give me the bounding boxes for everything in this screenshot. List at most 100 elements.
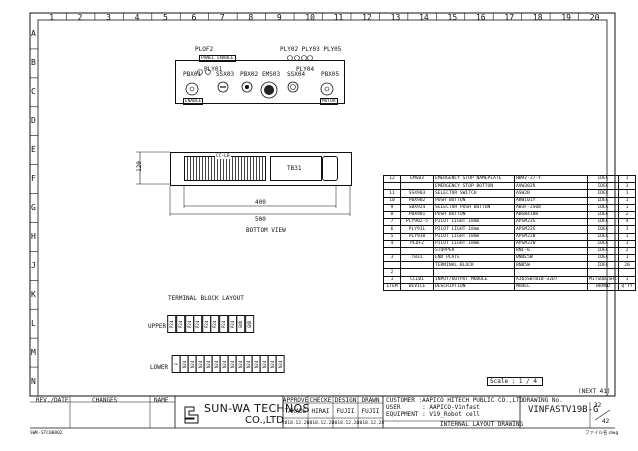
row-label: J [31, 260, 36, 270]
dimension-lines [136, 151, 351, 216]
sheet-total: 42 [602, 418, 610, 425]
user-line: USER : AAPICO-Vinfast [386, 404, 480, 411]
lamp-icon [301, 55, 307, 61]
row-label: D [31, 116, 36, 126]
checked-header: CHECKE [309, 396, 332, 404]
motor-nameplate: MOTOR [320, 98, 338, 105]
sheet-number: 32 [594, 402, 602, 409]
column-label: 10 [305, 13, 315, 22]
end-cap [322, 156, 338, 181]
column-label: 11 [333, 13, 344, 22]
row-label: F [31, 174, 36, 184]
row-label: L [31, 318, 36, 328]
lamp-icon [307, 55, 313, 61]
equipment-line: EQUIPMENT : V19_Robot cell [386, 411, 480, 418]
row-label: K [31, 289, 36, 299]
drawing-title: INTERNAL LAYOUT DRAWING [440, 421, 524, 428]
lamp-icon [205, 69, 211, 75]
pushbutton-icon [320, 82, 334, 96]
row-label: N [31, 376, 36, 386]
row-label: C [31, 87, 36, 97]
row-label: H [31, 231, 36, 241]
scale-box: Scale : 1 / 4 [487, 377, 543, 386]
row-label: A [31, 29, 36, 39]
drawing-number: VINFASTV19B-G [528, 405, 599, 415]
selector-switch-icon [217, 81, 229, 93]
column-label: 9 [276, 13, 282, 22]
pushbutton-icon [241, 81, 253, 93]
selector-push-icon [287, 81, 299, 93]
bom-header-cell: Q'TY [618, 282, 636, 292]
panel-devices [185, 55, 334, 99]
column-label: 20 [589, 13, 600, 22]
column-label: 4 [134, 13, 140, 22]
rev-date-header: REV./DATE [36, 397, 69, 404]
bom-cell: 1 [618, 275, 636, 284]
row-label: B [31, 58, 36, 68]
dim-inner: 400 [255, 199, 266, 206]
name-header: NAME [154, 397, 169, 404]
bom-cell [618, 268, 636, 277]
column-label: 7 [219, 13, 225, 22]
drawing-no-label: DRAWING No. [523, 397, 563, 404]
column-label: 12 [362, 13, 372, 22]
company-name: SUN-WA TECHNOS [204, 402, 310, 415]
row-label: G [31, 203, 36, 212]
column-label: 15 [447, 13, 458, 22]
column-label: 1 [49, 13, 55, 22]
customer-line: CUSTOMER :AAPICO HITECH PUBLIC CO.,LTD [386, 397, 524, 404]
row-label: M [31, 347, 36, 357]
column-label: 2 [77, 13, 83, 22]
column-label: 13 [390, 13, 401, 22]
column-label: 18 [532, 13, 543, 22]
row-label: E [31, 145, 36, 155]
panel-front [175, 60, 345, 104]
ply04-label: PLY04 [296, 66, 315, 73]
company-suffix: CO.,LTD [245, 415, 284, 426]
ply01-label: PLY01 [204, 66, 223, 73]
designer-name: FUJII [336, 407, 355, 415]
io-module-label: CC-LB [215, 154, 231, 159]
io-module [184, 156, 266, 181]
approve-date: 2018.12.28 [281, 420, 310, 426]
company-logo-icon [184, 406, 199, 424]
bom-cell: 1 [618, 254, 636, 263]
approve-header: APPROVE [282, 396, 309, 404]
checker-name: HIRAI [311, 407, 330, 415]
approver-name: TAKADE [284, 407, 307, 415]
bottom-view-box [170, 152, 352, 186]
footer-doc-code: SWK-STC00002 [30, 431, 63, 436]
ssx03-label: SSX03 [216, 71, 235, 78]
scale-label: Scale [490, 378, 509, 385]
check-date: 2018.12.28 [306, 420, 335, 426]
pushbutton-icon [185, 82, 199, 96]
column-label: 14 [419, 13, 429, 22]
ems03-label: EMS03 [262, 71, 281, 78]
pbx02-label: PBX02 [240, 71, 259, 78]
bom-row: 2 [383, 268, 636, 277]
drawn-date: 2018.12.28 [356, 420, 385, 426]
lamps-top-label: PLY02 PLY03 PLY05 [280, 46, 342, 53]
upper-label: UPPER [148, 323, 167, 330]
column-label: 8 [248, 13, 254, 22]
column-label: 17 [504, 13, 515, 22]
terminal-block [270, 156, 322, 181]
column-label: 19 [561, 13, 571, 22]
column-label: 16 [475, 13, 486, 22]
dim-outer: 500 [255, 216, 266, 223]
lamp-icon [287, 55, 293, 61]
design-date: 2018.12.28 [331, 420, 360, 426]
column-label: 3 [106, 13, 111, 22]
terminal-block-label: TB31 [287, 165, 302, 172]
scale-value: 1 / 4 [518, 378, 537, 385]
footer-filename: ファイル名.dwg [585, 431, 619, 436]
bom-cell: 20 [618, 261, 636, 270]
terminal-layout-title: TERMINAL BLOCK LAYOUT [168, 295, 244, 302]
next-sheet: (NEXT 41) [578, 388, 611, 395]
changes-header: CHANGES [92, 397, 118, 404]
